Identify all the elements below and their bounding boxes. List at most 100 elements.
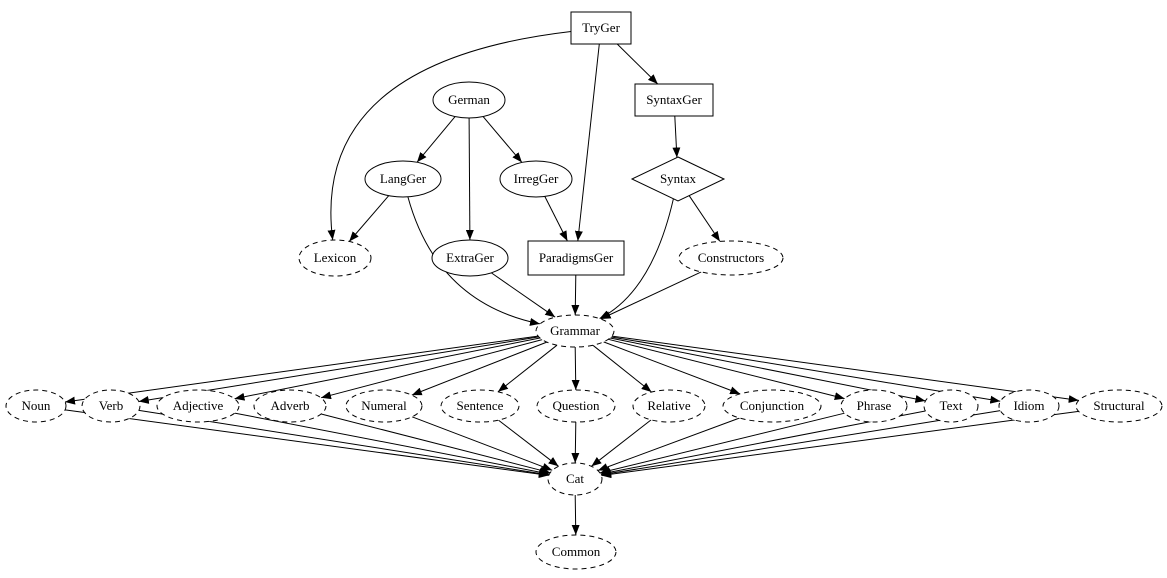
node-adjective-label: Adjective (173, 398, 224, 413)
edge-conjunction-cat (597, 417, 740, 471)
node-lexicon-label: Lexicon (314, 250, 357, 265)
edge-grammar-question (571, 346, 580, 391)
node-conjunction: Conjunction (722, 389, 822, 423)
edge-grammar-adjective (234, 337, 540, 401)
node-adjective: Adjective (156, 389, 240, 423)
node-question: Question (536, 389, 616, 423)
node-adverb-label: Adverb (271, 398, 310, 413)
edge-numeral-cat (411, 416, 553, 471)
edge-noun-cat (65, 409, 549, 479)
node-constructors-shape (678, 240, 784, 276)
node-common-shape (535, 534, 617, 570)
edge-grammar-phrase (608, 338, 845, 401)
edge-idiom-cat (601, 410, 1001, 478)
node-paradigmsger: ParadigmsGer (527, 240, 625, 276)
node-relative: Relative (632, 389, 706, 423)
node-cat-shape (547, 462, 603, 496)
edge-german-extrager (465, 117, 474, 241)
node-numeral-label: Numeral (361, 398, 407, 413)
node-langger: LangGer (364, 160, 442, 198)
edge-tryger-lexicon (327, 31, 572, 241)
node-syntaxger: SyntaxGer (634, 83, 714, 117)
node-constructors-label: Constructors (698, 250, 764, 265)
node-idiom-shape (998, 389, 1060, 423)
node-irregger-shape (499, 160, 573, 198)
edge-adjective-cat (234, 412, 550, 477)
edge-grammar-adverb (320, 339, 543, 400)
node-syntaxger-shape (634, 83, 714, 117)
node-numeral: Numeral (345, 389, 423, 423)
edge-sentence-cat (498, 419, 559, 467)
node-verb-shape (81, 389, 141, 423)
node-constructors: Constructors (678, 240, 784, 276)
node-structural-label: Structural (1093, 398, 1145, 413)
node-tryger-shape (570, 11, 632, 45)
node-common: Common (535, 534, 617, 570)
edge-paradigmsger-grammar (571, 274, 580, 316)
node-text-label: Text (940, 398, 963, 413)
node-tryger-label: TryGer (582, 20, 620, 35)
node-langger-label: LangGer (380, 171, 427, 186)
edge-constructors-grammar (600, 271, 702, 320)
node-idiom-label: Idiom (1013, 398, 1044, 413)
edges-layer (64, 31, 1079, 536)
node-syntax-shape (630, 156, 726, 202)
edge-tryger-syntaxger (616, 43, 659, 85)
node-phrase-label: Phrase (857, 398, 892, 413)
edge-question-cat (571, 421, 580, 464)
node-grammar-shape (535, 314, 615, 348)
node-conjunction-shape (722, 389, 822, 423)
node-cat: Cat (547, 462, 603, 496)
edge-grammar-noun (64, 335, 539, 405)
node-irregger-label: IrregGer (514, 171, 559, 186)
edge-syntaxger-syntax (672, 115, 681, 158)
node-noun-shape (5, 389, 67, 423)
edge-structural-cat (601, 410, 1079, 479)
edge-langger-lexicon (348, 195, 390, 242)
node-extrager: ExtraGer (431, 239, 509, 277)
node-syntaxger-label: SyntaxGer (646, 92, 702, 107)
node-german: German (432, 81, 506, 119)
node-structural-shape (1075, 389, 1163, 423)
edge-german-irregger (482, 116, 523, 163)
edge-grammar-conjunction (603, 341, 741, 395)
node-verb: Verb (81, 389, 141, 423)
edge-extrager-grammar (491, 272, 556, 318)
node-phrase-shape (840, 389, 908, 423)
node-paradigmsger-label: ParadigmsGer (539, 250, 614, 265)
node-adverb: Adverb (253, 389, 327, 423)
node-sentence-shape (440, 389, 520, 423)
edge-syntax-constructors (688, 195, 721, 242)
edge-grammar-numeral (411, 341, 547, 396)
node-adjective-shape (156, 389, 240, 423)
edge-cat-common (571, 494, 580, 536)
edge-grammar-idiom (611, 336, 1001, 404)
edge-langger-grammar (407, 196, 541, 326)
edge-irregger-paradigmsger (544, 196, 568, 242)
node-common-label: Common (552, 544, 601, 559)
node-question-label: Question (553, 398, 600, 413)
node-noun: Noun (5, 389, 67, 423)
node-sentence-label: Sentence (457, 398, 504, 413)
edge-german-langger (416, 116, 456, 163)
node-conjunction-label: Conjunction (740, 398, 805, 413)
node-tryger: TryGer (570, 11, 632, 45)
node-question-shape (536, 389, 616, 423)
node-sentence: Sentence (440, 389, 520, 423)
node-relative-label: Relative (647, 398, 691, 413)
node-syntax: Syntax (630, 156, 726, 202)
node-text: Text (923, 389, 979, 423)
node-paradigmsger-shape (527, 240, 625, 276)
node-verb-label: Verb (99, 398, 124, 413)
node-numeral-shape (345, 389, 423, 423)
node-lexicon: Lexicon (298, 239, 372, 277)
node-grammar-label: Grammar (550, 323, 600, 338)
node-structural: Structural (1075, 389, 1163, 423)
edge-adverb-cat (321, 413, 551, 475)
node-extrager-shape (431, 239, 509, 277)
node-extrager-label: ExtraGer (446, 250, 494, 265)
node-text-shape (923, 389, 979, 423)
node-adverb-shape (253, 389, 327, 423)
